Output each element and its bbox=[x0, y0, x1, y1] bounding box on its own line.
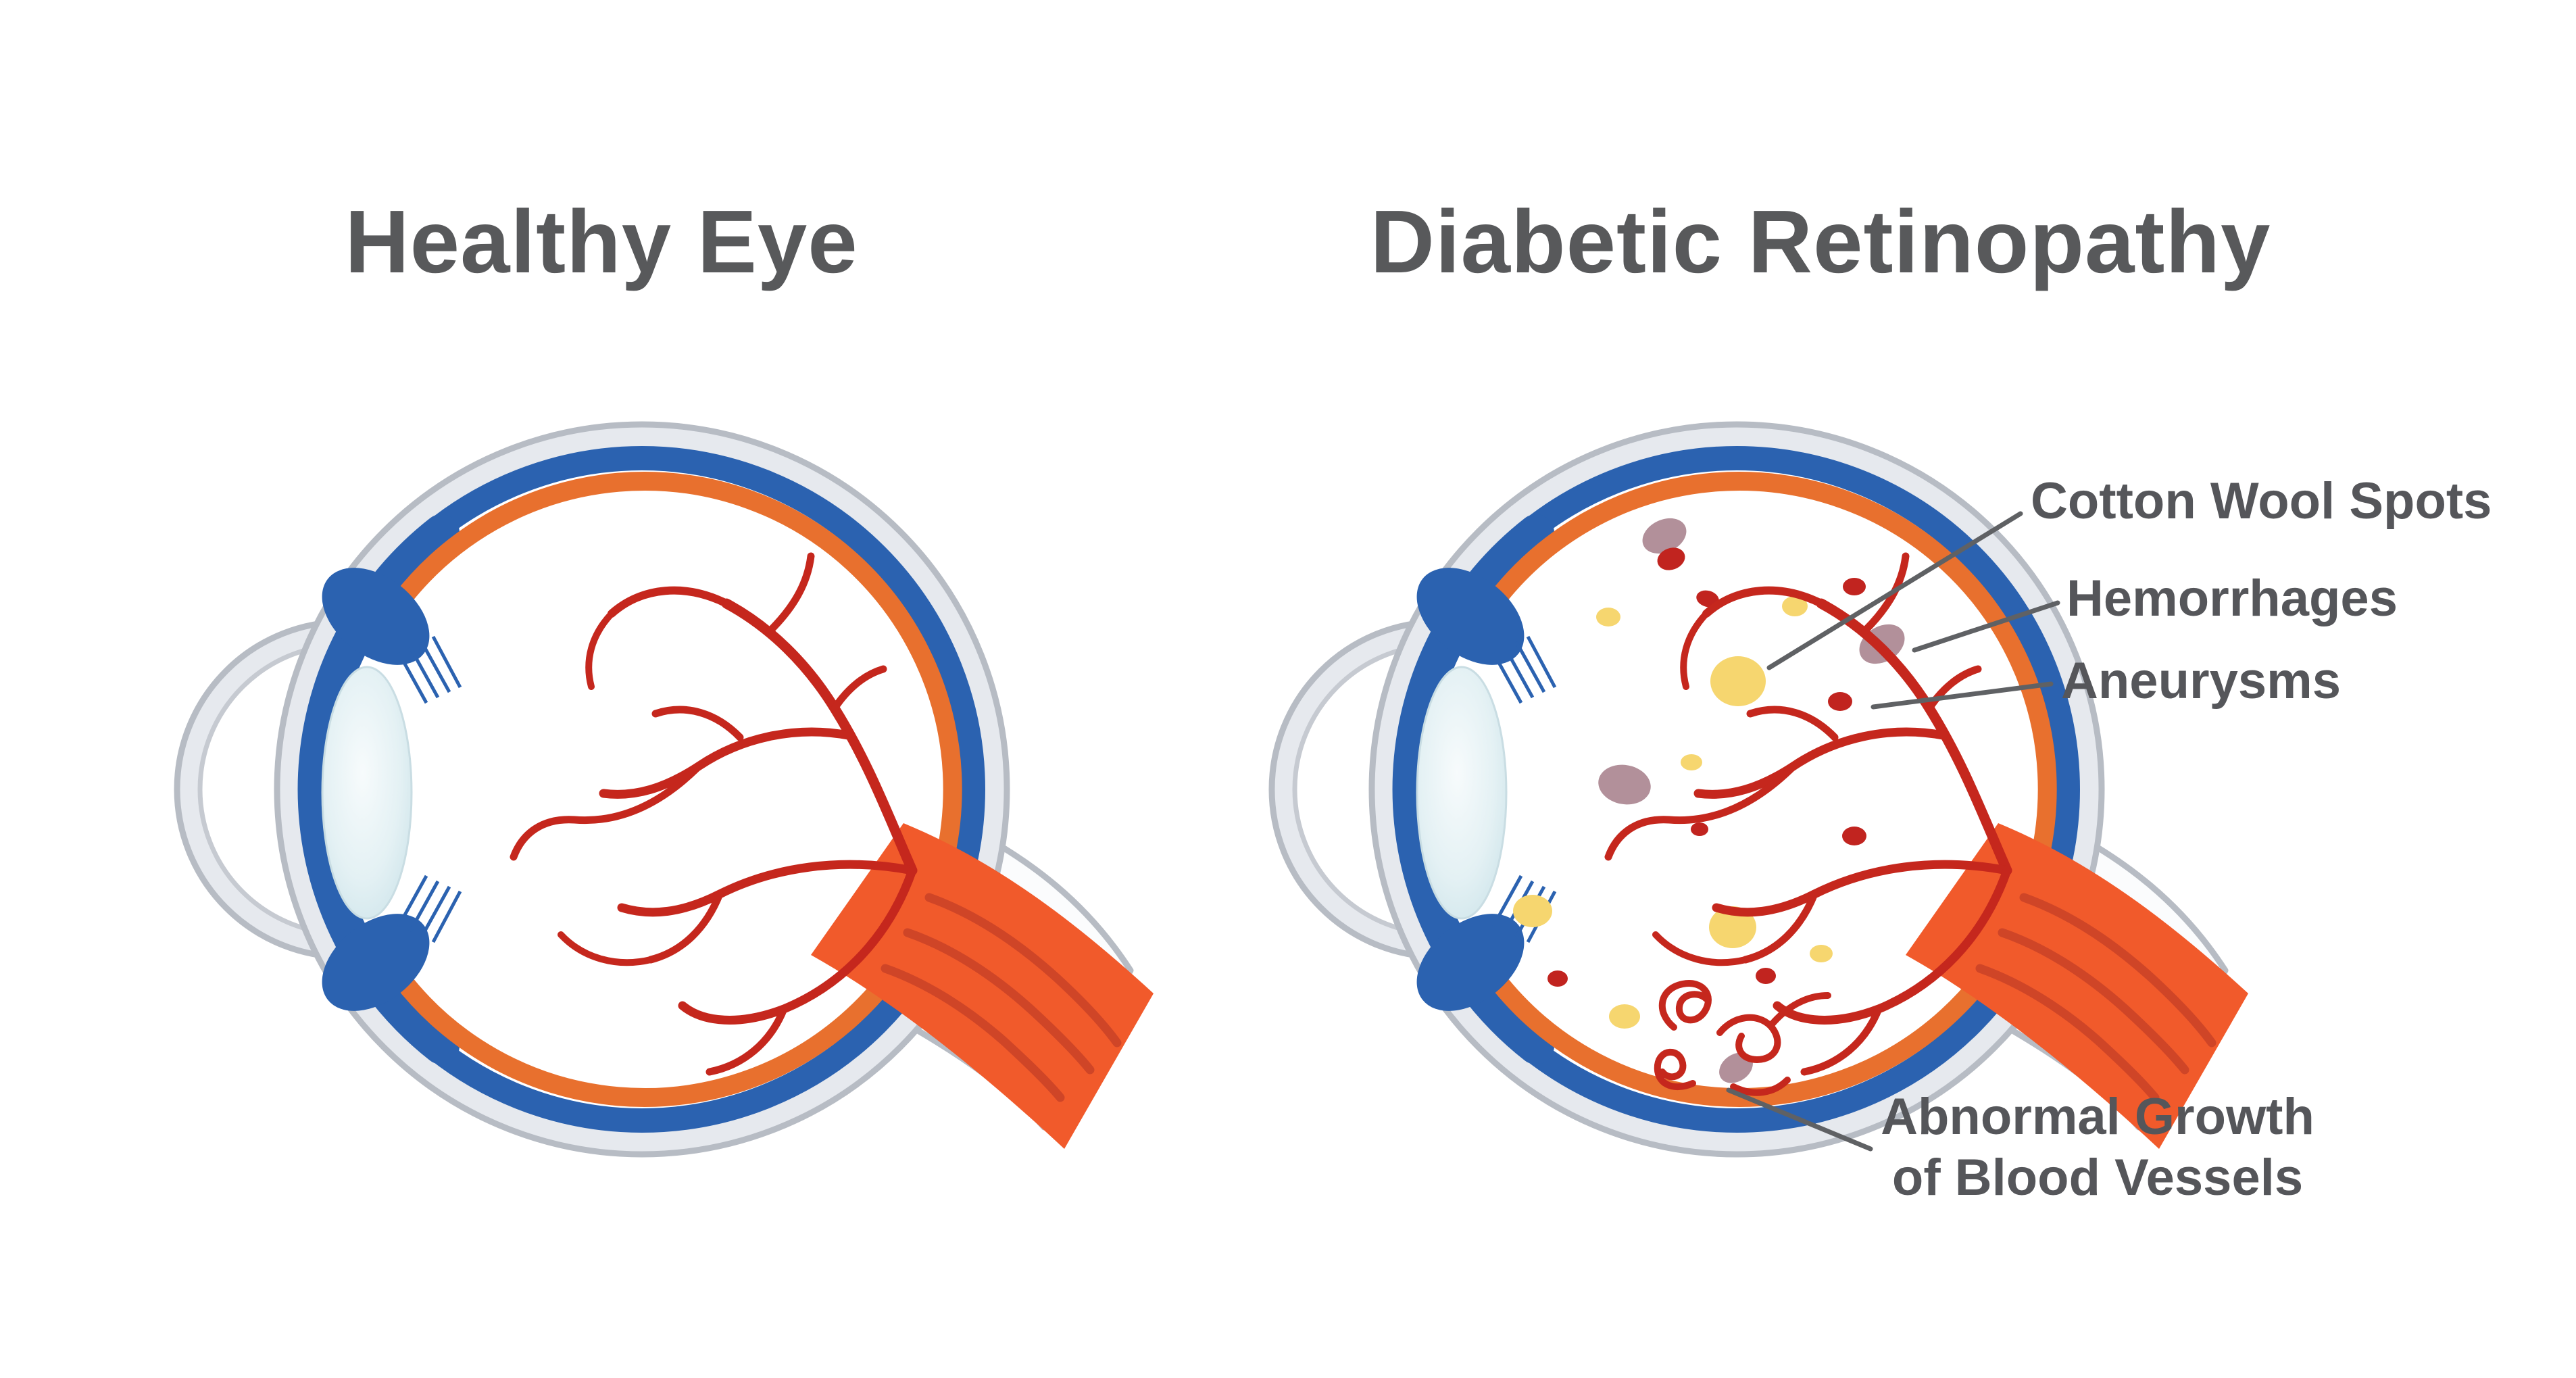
annotation-abnormal-growth: Abnormal Growth of Blood Vessels bbox=[1881, 1087, 2314, 1208]
leader-line-aneurysms bbox=[1871, 681, 2054, 710]
leader-line-abnormal-growth bbox=[1726, 1087, 1873, 1152]
annotation-abnormal-growth-line2: of Blood Vessels bbox=[1891, 1149, 2304, 1206]
annotation-aneurysms: Aneurysms bbox=[2061, 652, 2341, 710]
healthy-eye-illustration bbox=[177, 424, 1154, 1154]
diseased-eye-illustration bbox=[1272, 424, 2248, 1154]
leader-line-cotton-wool-spots bbox=[1766, 511, 2023, 670]
annotation-hemorrhages: Hemorrhages bbox=[2066, 570, 2398, 627]
diabetic-retinopathy-title: Diabetic Retinopathy bbox=[1370, 192, 2271, 291]
leader-lines bbox=[1726, 511, 2060, 1152]
annotation-abnormal-growth-line1: Abnormal Growth bbox=[1881, 1088, 2314, 1146]
leader-line-hemorrhages bbox=[1912, 600, 2060, 653]
healthy-eye-title: Healthy Eye bbox=[345, 192, 858, 291]
annotation-cotton-wool-spots: Cotton Wool Spots bbox=[2031, 472, 2492, 530]
